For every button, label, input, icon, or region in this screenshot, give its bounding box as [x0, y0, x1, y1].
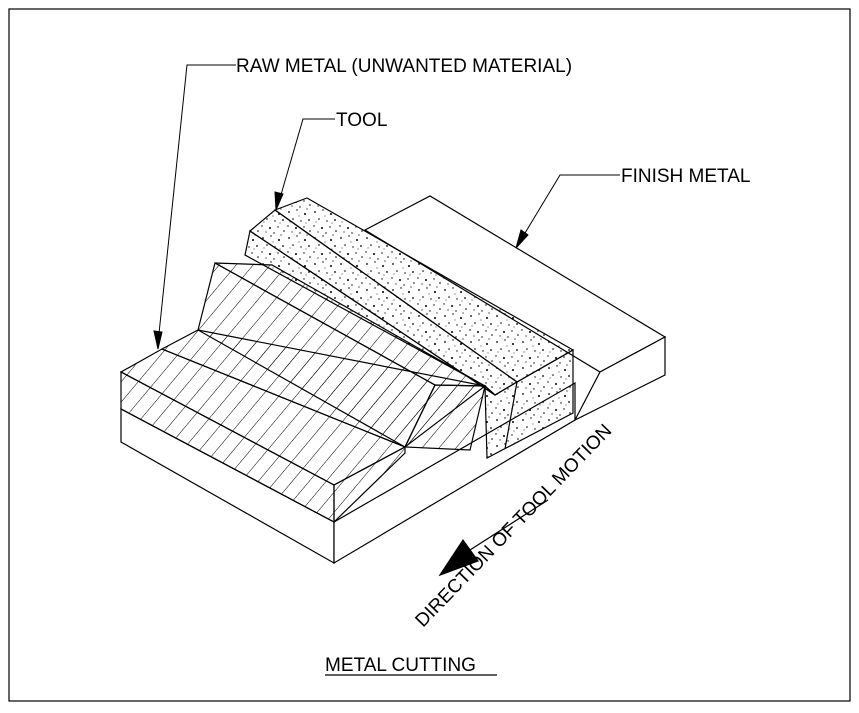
raw-metal-chip [119, 262, 487, 524]
finish-metal-label: FINISH METAL [621, 166, 751, 187]
raw-metal-label: RAW METAL (UNWANTED MATERIAL) [236, 56, 572, 77]
cutting-tool [244, 197, 575, 459]
diagram-title: METAL CUTTING [325, 655, 476, 676]
tool-label: TOOL [336, 110, 387, 131]
leader-lines [153, 64, 620, 350]
drawing-border [8, 8, 851, 702]
direction-arrow [438, 499, 549, 577]
